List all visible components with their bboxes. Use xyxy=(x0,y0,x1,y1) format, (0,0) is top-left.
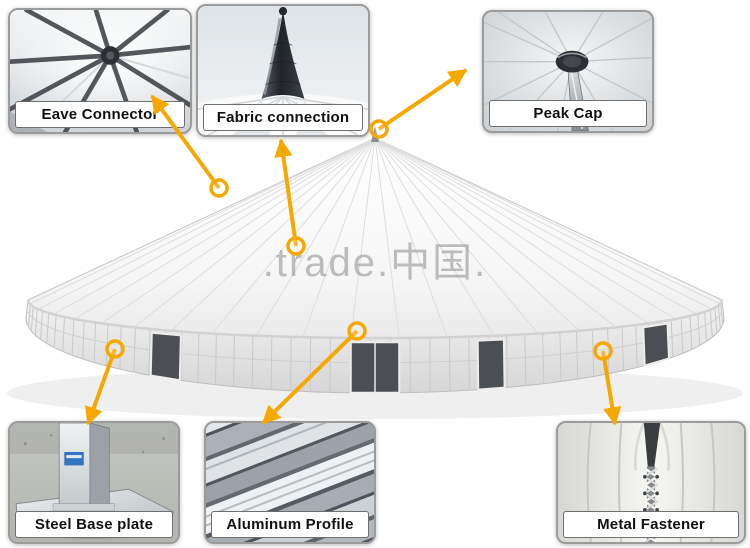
wall-doors xyxy=(149,322,671,394)
callout-label: Aluminum Profile xyxy=(211,511,369,538)
callout-label: Steel Base plate xyxy=(15,511,173,538)
callout-label: Eave Connector xyxy=(15,101,185,128)
callout-eave-connector: Eave Connector xyxy=(8,8,192,134)
fabric-gap xyxy=(643,423,661,469)
callout-label: Fabric connection xyxy=(203,104,363,131)
roof-beams xyxy=(10,10,190,132)
peak-cone xyxy=(261,10,305,99)
post-sticker xyxy=(64,451,84,466)
callout-metal-fastener: Metal Fastener xyxy=(556,421,746,544)
callout-label: Peak Cap xyxy=(489,100,647,127)
callout-label: Metal Fastener xyxy=(563,511,739,538)
watermark: .trade.中国. xyxy=(262,241,488,285)
roof-seams xyxy=(29,137,721,338)
eave-line xyxy=(26,299,724,340)
callout-fabric-connection: Fabric connection xyxy=(196,4,370,137)
callout-aluminum-profile: Aluminum Profile xyxy=(204,421,376,544)
callout-steel-base-plate: Steel Base plate xyxy=(8,421,180,544)
callout-peak-cap: Peak Cap xyxy=(482,10,654,133)
peak-finial xyxy=(371,126,379,142)
